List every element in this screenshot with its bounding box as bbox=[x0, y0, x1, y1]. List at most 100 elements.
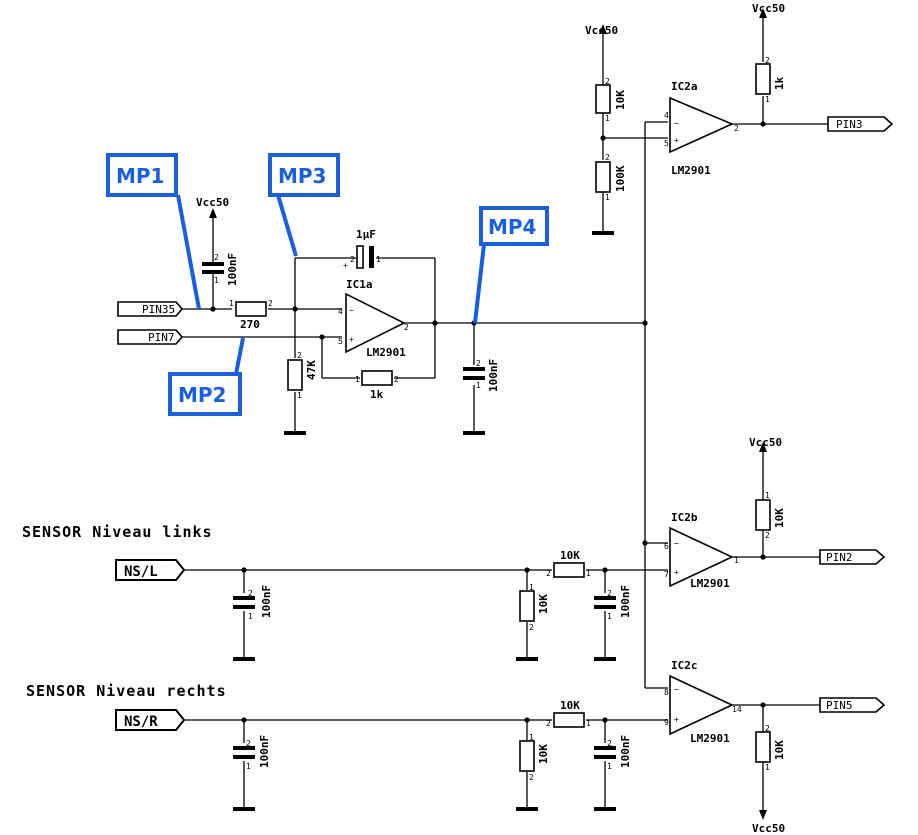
svg-text:1: 1 bbox=[605, 193, 610, 202]
svg-text:2: 2 bbox=[546, 719, 551, 728]
svg-text:1: 1 bbox=[734, 556, 739, 565]
ic-type: LM2901 bbox=[671, 164, 711, 177]
svg-text:PIN3: PIN3 bbox=[836, 118, 863, 131]
svg-text:2: 2 bbox=[765, 531, 770, 540]
supply-vcc-d: Vcc50 bbox=[749, 436, 782, 452]
svg-text:1: 1 bbox=[214, 276, 219, 285]
resistor-10k-nsr-shunt: 10K 1 2 bbox=[519, 733, 550, 782]
supply-label: Vcc50 bbox=[749, 436, 782, 449]
value-label: 1k bbox=[773, 76, 786, 90]
capacitor-100nf-nsr-2: 100nF 2 1 bbox=[594, 735, 632, 771]
connector-pin35: PIN35 bbox=[117, 301, 184, 317]
ic-name: IC2c bbox=[671, 659, 698, 672]
connector-ns-l: NS/L bbox=[115, 559, 186, 581]
svg-text:2: 2 bbox=[529, 623, 534, 632]
svg-text:2: 2 bbox=[394, 375, 399, 384]
opamp-ic2b: IC2b LM2901 − + 6 7 1 bbox=[664, 511, 739, 590]
ic-name: IC1a bbox=[346, 278, 373, 291]
value-label: 100nF bbox=[619, 735, 632, 768]
value-label: 10K bbox=[537, 744, 550, 764]
svg-text:2: 2 bbox=[605, 153, 610, 162]
supply-vcc-a: Vcc50 bbox=[196, 196, 229, 218]
resistor-47k: 47K 2 1 bbox=[287, 351, 318, 400]
supply-label: Vcc50 bbox=[752, 2, 785, 15]
supply-label: Vcc50 bbox=[585, 24, 618, 37]
supply-vcc-c: Vcc50 bbox=[752, 2, 785, 18]
capacitor-100nf-nsr-1: 100nF 2 1 bbox=[233, 735, 271, 771]
measure-point-mp4: MP4 bbox=[473, 206, 549, 324]
svg-text:1: 1 bbox=[376, 255, 381, 264]
resistor-10k-nsr-series: 10K 2 1 bbox=[546, 699, 591, 728]
svg-text:2: 2 bbox=[404, 323, 409, 332]
heading-sensor-right: SENSOR Niveau rechts bbox=[26, 682, 227, 700]
capacitor-100nf-input: 100nF 2 1 bbox=[202, 253, 239, 286]
svg-text:1: 1 bbox=[765, 763, 770, 772]
ic-type: LM2901 bbox=[690, 577, 730, 590]
svg-text:2: 2 bbox=[765, 56, 770, 65]
svg-text:PIN5: PIN5 bbox=[826, 699, 853, 712]
value-label: 270 bbox=[240, 318, 260, 331]
measure-point-mp3: MP3 bbox=[268, 153, 340, 257]
svg-text:14: 14 bbox=[732, 705, 742, 714]
svg-text:1: 1 bbox=[765, 491, 770, 500]
value-label: 47K bbox=[305, 360, 318, 380]
svg-text:2: 2 bbox=[765, 724, 770, 733]
value-label: 100nF bbox=[226, 253, 239, 286]
svg-text:9: 9 bbox=[664, 718, 669, 727]
svg-text:2: 2 bbox=[476, 359, 481, 368]
supply-vcc-e: Vcc50 bbox=[752, 810, 785, 835]
capacitor-100nf-output: 100nF 2 1 bbox=[463, 359, 500, 392]
svg-text:MP1: MP1 bbox=[116, 164, 164, 188]
svg-text:NS/R: NS/R bbox=[124, 714, 158, 730]
svg-text:2: 2 bbox=[268, 299, 273, 308]
svg-text:2: 2 bbox=[605, 77, 610, 86]
svg-text:1: 1 bbox=[248, 612, 253, 621]
ic-type: LM2901 bbox=[690, 732, 730, 745]
capacitor-100nf-nsl-2: 100nF 2 1 bbox=[594, 585, 632, 621]
svg-text:+: + bbox=[349, 335, 354, 344]
value-label: 100nF bbox=[619, 585, 632, 618]
svg-text:−: − bbox=[674, 685, 679, 694]
svg-text:2: 2 bbox=[248, 589, 253, 598]
value-label: 100nF bbox=[260, 585, 273, 618]
svg-text:8: 8 bbox=[664, 688, 669, 697]
svg-text:1: 1 bbox=[586, 719, 591, 728]
connector-pin2: PIN2 bbox=[819, 549, 886, 565]
ground-symbols bbox=[233, 231, 616, 811]
svg-text:PIN7: PIN7 bbox=[148, 331, 175, 344]
value-label: 10K bbox=[773, 508, 786, 528]
value-label: 100nF bbox=[258, 735, 271, 768]
value-label: 1µF bbox=[356, 228, 376, 241]
supply-vcc-b: Vcc50 bbox=[585, 24, 618, 37]
svg-text:2: 2 bbox=[350, 255, 355, 264]
svg-text:1: 1 bbox=[765, 95, 770, 104]
value-label: 10K bbox=[560, 549, 580, 562]
svg-text:7: 7 bbox=[664, 570, 669, 579]
ic-name: IC2a bbox=[671, 80, 698, 93]
svg-text:1: 1 bbox=[529, 583, 534, 592]
opamp-ic2c: IC2c LM2901 − + 8 9 14 bbox=[664, 659, 742, 745]
svg-text:2: 2 bbox=[607, 589, 612, 598]
svg-text:1: 1 bbox=[246, 762, 251, 771]
value-label: 1k bbox=[370, 388, 384, 401]
svg-text:PIN35: PIN35 bbox=[142, 303, 175, 316]
svg-text:5: 5 bbox=[338, 337, 343, 346]
svg-text:+: + bbox=[674, 136, 679, 145]
svg-text:1: 1 bbox=[607, 612, 612, 621]
svg-text:+: + bbox=[674, 568, 679, 577]
connector-pin3: PIN3 bbox=[827, 116, 894, 132]
svg-text:+: + bbox=[674, 715, 679, 724]
svg-text:2: 2 bbox=[529, 773, 534, 782]
supply-label: Vcc50 bbox=[196, 196, 229, 209]
resistor-270: 270 1 2 bbox=[229, 299, 273, 331]
svg-text:NS/L: NS/L bbox=[124, 564, 158, 580]
svg-text:1: 1 bbox=[476, 381, 481, 390]
value-label: 10K bbox=[773, 740, 786, 760]
svg-text:2: 2 bbox=[297, 351, 302, 360]
svg-text:2: 2 bbox=[246, 739, 251, 748]
connector-pin7: PIN7 bbox=[117, 329, 184, 345]
value-label: 100K bbox=[614, 165, 627, 192]
value-label: 10K bbox=[537, 594, 550, 614]
svg-text:1: 1 bbox=[355, 375, 360, 384]
